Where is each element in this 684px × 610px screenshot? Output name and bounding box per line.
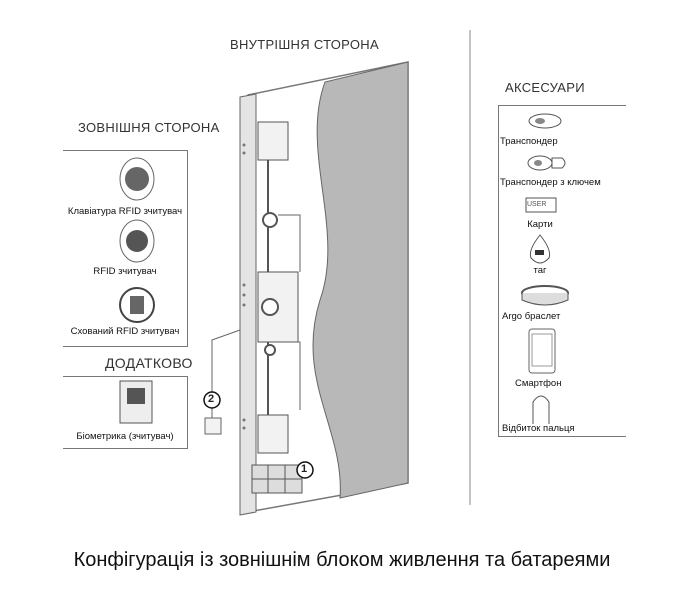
rfid-reader-icon xyxy=(119,219,155,263)
wire-top xyxy=(278,214,301,272)
tag-icon xyxy=(529,234,551,264)
inside-heading: ВНУТРІШНЯ СТОРОНА xyxy=(230,37,379,52)
accessories-heading: АКСЕСУАРИ xyxy=(505,80,585,95)
biometric-reader-icon xyxy=(119,380,153,424)
bottom-lock xyxy=(257,414,289,454)
outside-item-label: Схований RFID зчитувач xyxy=(70,326,180,337)
outside-box xyxy=(63,150,188,347)
top-lock xyxy=(257,121,289,161)
card-text: USER xyxy=(527,201,547,208)
power-supply xyxy=(204,417,222,435)
hidden-rfid-icon xyxy=(119,287,155,323)
additional-item-label: Біометрика (зчитувач) xyxy=(76,431,174,442)
additional-box xyxy=(63,376,188,449)
door-edge xyxy=(239,93,257,516)
accessory-label: Транспондер з ключем xyxy=(500,177,601,188)
transponder-icon xyxy=(528,113,562,129)
keypad-rfid-icon xyxy=(119,157,155,201)
accessory-label: Транспондер xyxy=(500,136,558,147)
fingerprint-icon xyxy=(532,395,550,424)
lock-cylinder xyxy=(261,298,279,316)
accessory-label: Карти xyxy=(527,219,553,230)
caption: Конфігурація із зовнішнім блоком живленн… xyxy=(73,549,611,571)
outside-heading: ЗОВНІШНЯ СТОРОНА xyxy=(78,120,220,135)
accessories-box xyxy=(498,105,626,437)
card-icon xyxy=(525,197,557,213)
marker-1-circle xyxy=(296,461,314,479)
accessory-label: таг xyxy=(533,265,547,276)
marker-2: 2 xyxy=(208,393,215,405)
outside-item-label: RFID зчитувач xyxy=(93,266,157,277)
latch-top xyxy=(262,212,278,228)
smartphone-icon xyxy=(528,328,556,374)
additional-heading: ДОДАТКОВО xyxy=(105,355,193,371)
wire-bottom xyxy=(298,341,301,410)
outside-item-label: Клавіатура RFID зчитувач xyxy=(67,206,183,217)
accessory-label: Смартфон xyxy=(515,378,562,389)
accessory-label: Argo браслет xyxy=(502,311,561,322)
marker-2-circle xyxy=(203,391,221,409)
marker-1: 1 xyxy=(301,463,308,475)
bracelet-icon xyxy=(521,285,569,306)
transponder-key-icon xyxy=(527,155,566,171)
door-cutaway xyxy=(312,61,409,499)
latch-bottom xyxy=(264,344,276,356)
accessory-label: Відбиток пальця xyxy=(502,423,575,434)
